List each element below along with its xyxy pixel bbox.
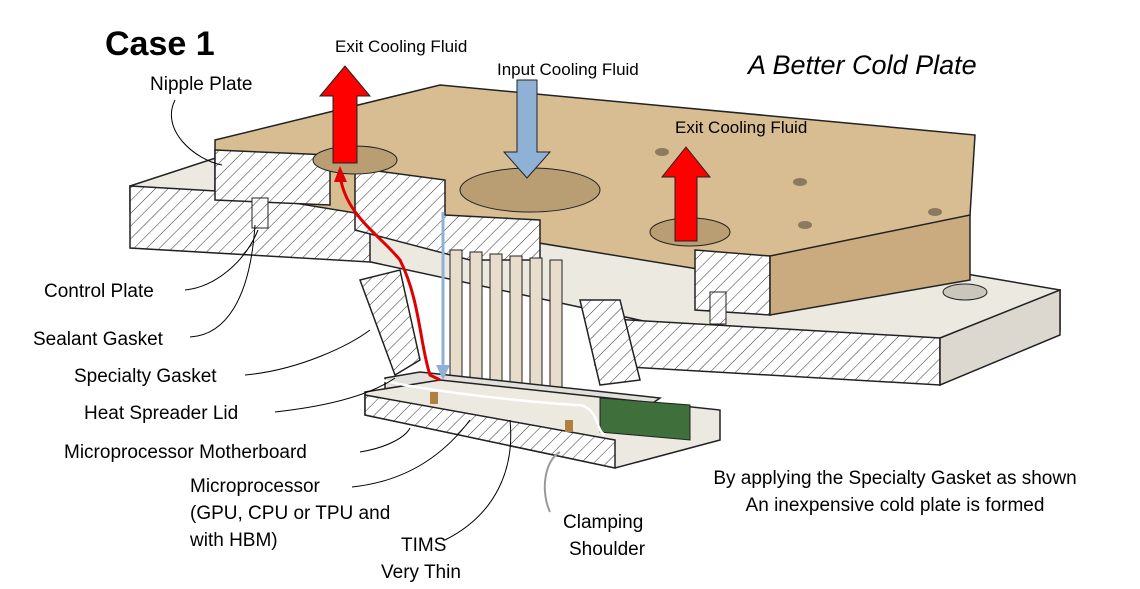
- coolant-flow-red: [338, 174, 441, 382]
- label-input-cooling-fluid: Input Cooling Fluid: [497, 60, 639, 79]
- exit-arrow-left: [318, 65, 372, 164]
- label-control-plate: Control Plate: [44, 281, 154, 302]
- label-clamping: Clamping: [563, 512, 644, 533]
- label-microprocessor-types: (GPU, CPU or TPU and: [190, 503, 391, 524]
- leader-clamping-shoulder: [543, 451, 561, 513]
- motherboard: [364, 379, 721, 469]
- label-specialty-gasket: Specialty Gasket: [74, 366, 217, 387]
- label-microprocessor: Microprocessor: [190, 476, 320, 497]
- coolant-flow-blue-arrowhead: [436, 365, 450, 380]
- leader-sealant-gasket: [189, 224, 256, 338]
- sealant-gasket: [251, 197, 727, 325]
- coolant-flow-red-arrowhead: [334, 166, 347, 182]
- leader-microprocessor: [351, 419, 471, 488]
- leader-nipple-plate: [170, 99, 223, 166]
- label-tims-very-thin: Very Thin: [381, 562, 461, 583]
- coolant-flow-white: [374, 376, 606, 437]
- leader-heat-spreader-lid: [274, 377, 396, 413]
- label-shoulder: Shoulder: [569, 539, 646, 560]
- case-title: Case 1: [105, 25, 215, 63]
- label-heat-spreader-lid: Heat Spreader Lid: [84, 403, 239, 424]
- label-microprocessor-hbm: with HBM): [190, 530, 278, 551]
- leader-tims: [444, 419, 512, 541]
- leader-motherboard: [359, 427, 411, 453]
- label-exit-cooling-fluid-left: Exit Cooling Fluid: [335, 37, 468, 56]
- input-arrow: [502, 79, 552, 179]
- leader-specialty-gasket: [244, 329, 371, 376]
- note-line-1: By applying the Specialty Gasket as show…: [713, 468, 1077, 489]
- leader-lines: [170, 99, 561, 541]
- diagram-subtitle: A Better Cold Plate: [748, 50, 977, 80]
- note-line-2: An inexpensive cold plate is formed: [745, 495, 1045, 516]
- label-sealant-gasket: Sealant Gasket: [33, 329, 163, 350]
- label-nipple-plate: Nipple Plate: [150, 74, 253, 95]
- pin-fins: [449, 249, 563, 391]
- label-exit-cooling-fluid-right: Exit Cooling Fluid: [675, 118, 808, 137]
- label-tims: TIMS: [401, 535, 447, 556]
- exit-arrow-right: [660, 146, 712, 242]
- label-microprocessor-motherboard: Microprocessor Motherboard: [64, 442, 307, 463]
- specialty-gasket: [359, 269, 641, 386]
